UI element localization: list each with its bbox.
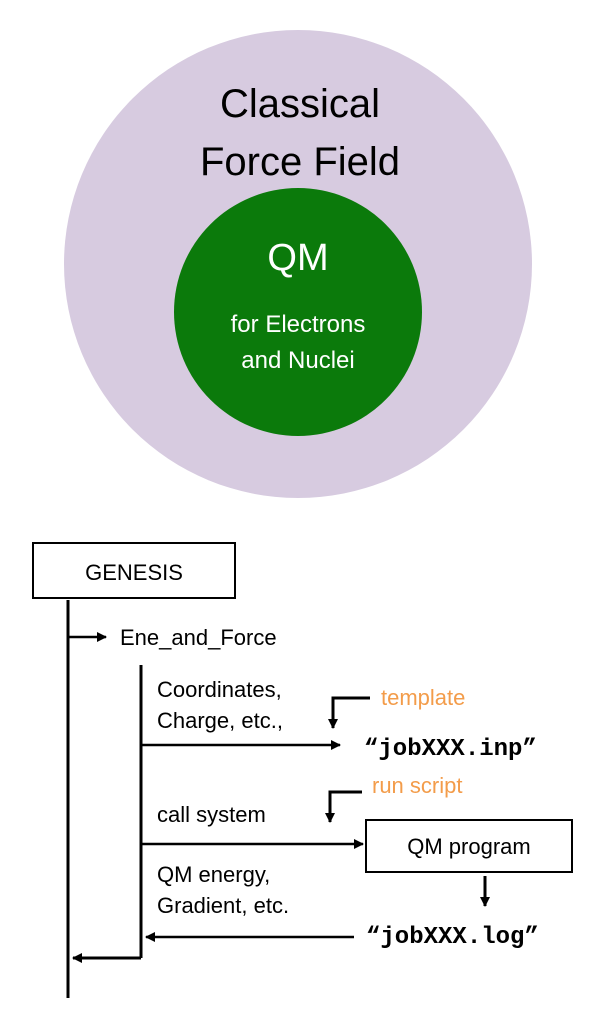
run-script-arrow	[325, 790, 362, 823]
template-label: template	[381, 685, 465, 710]
result-label-line2: Gradient, etc.	[157, 893, 289, 918]
coordinates-label-line2: Charge, etc.,	[157, 708, 283, 733]
genesis-box	[32, 542, 236, 599]
qm-sub-line2: and Nuclei	[241, 347, 354, 374]
inp-file-label: “jobXXX.inp”	[364, 736, 537, 763]
result-label-line1: QM energy,	[157, 862, 270, 887]
ene-and-force-label: Ene_and_Force	[120, 625, 277, 650]
coordinates-label-line1: Coordinates,	[157, 677, 282, 702]
genesis-label: GENESIS	[85, 560, 183, 585]
qm-program-box	[365, 819, 573, 873]
qm-circle	[174, 188, 422, 436]
qm-sub-line1: for Electrons	[231, 311, 366, 338]
run-script-label: run script	[372, 773, 462, 798]
log-file-label: “jobXXX.log”	[366, 924, 539, 951]
template-arrow	[328, 696, 370, 729]
call-system-label: call system	[157, 802, 266, 827]
outer-label-line1: Classical	[220, 82, 380, 126]
qm-program-label: QM program	[407, 834, 530, 859]
outer-label-line2: Force Field	[200, 140, 400, 184]
qm-label: QM	[267, 237, 328, 279]
